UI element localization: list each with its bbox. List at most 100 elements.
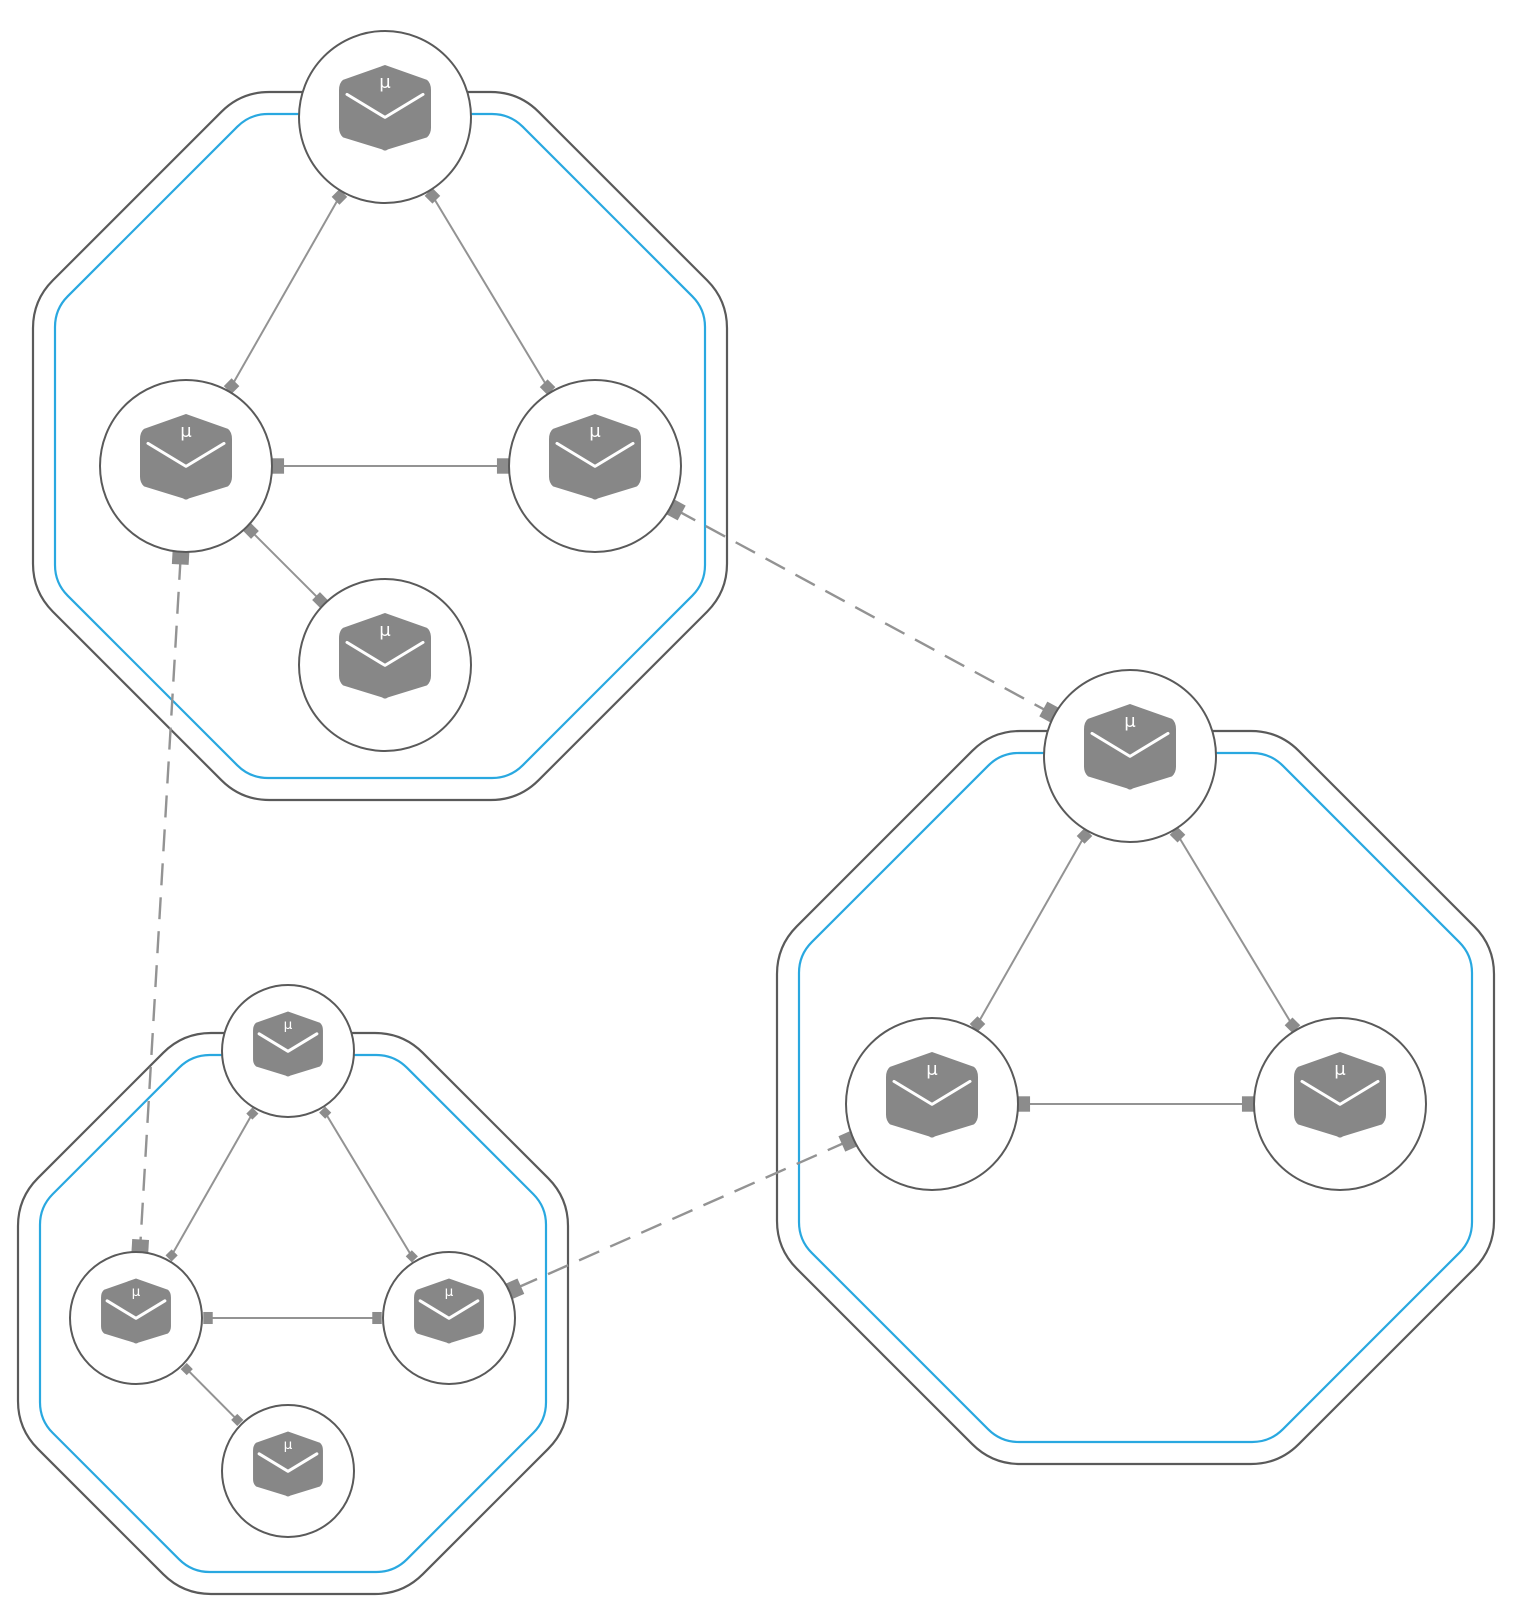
microservice-cube-icon: μ <box>140 414 232 500</box>
cluster-outer-boundary <box>16 1031 570 1596</box>
connection-right-top-right <box>1169 826 1301 1034</box>
service-node-top-left-right[interactable]: μ <box>508 379 682 553</box>
cluster-inner-boundary <box>38 1053 548 1574</box>
service-label: μ <box>284 1437 293 1453</box>
cube-top-edge <box>146 441 226 468</box>
microservice-cube-icon: μ <box>1294 1052 1386 1138</box>
cube-top-edge <box>1300 1079 1380 1106</box>
cube-body <box>549 414 641 500</box>
cluster-outer-boundary <box>775 729 1496 1466</box>
connection-top-left-top-left <box>223 189 348 394</box>
cube-body <box>1084 704 1176 790</box>
service-node-bottom-left-left[interactable]: μ <box>69 1251 203 1385</box>
connection-line <box>1176 834 1294 1026</box>
service-label: μ <box>284 1017 293 1033</box>
connection-line <box>976 835 1086 1025</box>
service-node-right-left[interactable]: μ <box>845 1017 1019 1191</box>
microservice-cube-icon: μ <box>253 1431 323 1497</box>
cube-body <box>886 1052 978 1138</box>
service-label: μ <box>1334 1059 1346 1080</box>
microservice-cube-icon: μ <box>339 65 431 151</box>
service-node-bottom-left-bottom[interactable]: μ <box>221 1404 355 1538</box>
cube-top-edge <box>892 1079 972 1106</box>
connection-endpoint <box>271 458 285 474</box>
connection-line <box>324 1112 413 1257</box>
microservice-cube-icon: μ <box>886 1052 978 1138</box>
cube-top-edge <box>257 1452 319 1473</box>
connection-bottom-left-top-right <box>319 1106 418 1263</box>
connection-line <box>186 1368 238 1421</box>
cross-connection-3 <box>505 1130 858 1300</box>
service-node-bottom-left-right[interactable]: μ <box>382 1251 516 1385</box>
connection-endpoint <box>405 1250 418 1263</box>
cube-top-edge <box>345 640 425 667</box>
cluster-top-left <box>31 90 729 802</box>
cube-top-edge <box>555 441 635 468</box>
cube-body <box>1294 1052 1386 1138</box>
connection-endpoint <box>1039 701 1059 723</box>
microservice-cube-icon: μ <box>339 613 431 699</box>
microservice-cube-icon: μ <box>1084 704 1176 790</box>
microservice-cube-icon: μ <box>414 1278 484 1344</box>
service-node-top-left-left[interactable]: μ <box>99 379 273 553</box>
cube-top-edge <box>1090 731 1170 758</box>
service-label: μ <box>445 1284 454 1300</box>
connection-endpoint <box>1241 1096 1255 1112</box>
service-node-bottom-left-top[interactable]: μ <box>221 984 355 1118</box>
service-label: μ <box>180 421 192 442</box>
cube-body <box>140 414 232 500</box>
connection-line <box>431 195 549 388</box>
cluster-inner-boundary <box>797 751 1474 1444</box>
service-label: μ <box>132 1284 141 1300</box>
cross-connection-2 <box>131 550 190 1254</box>
cluster-outer-boundary <box>31 90 729 802</box>
connection-endpoint <box>203 1311 213 1325</box>
cluster-right <box>775 729 1496 1466</box>
connection-endpoint <box>1017 1096 1031 1112</box>
connection-bottom-left-top-left <box>165 1107 259 1262</box>
microservice-cube-icon: μ <box>253 1011 323 1077</box>
service-node-top-left-bottom[interactable]: μ <box>298 578 472 752</box>
cube-body <box>414 1278 484 1344</box>
microservice-cube-icon: μ <box>549 414 641 500</box>
connection-endpoint <box>319 1106 332 1119</box>
microservice-cube-icon: μ <box>101 1278 171 1344</box>
connection-line <box>230 196 341 387</box>
connection-line <box>170 1113 254 1256</box>
cube-body <box>253 1431 323 1497</box>
connection-endpoint <box>171 550 190 565</box>
connection-right-top-left <box>969 828 1093 1032</box>
service-label: μ <box>379 72 391 93</box>
connection-line <box>250 530 321 601</box>
cube-top-edge <box>418 1299 480 1320</box>
cluster-boundaries <box>16 90 1496 1596</box>
connection-top-left-left-bottom <box>243 523 328 608</box>
connection-top-left-left-right <box>271 458 510 474</box>
cross-connection-line <box>514 1140 849 1290</box>
connection-endpoint <box>666 499 686 521</box>
cube-body <box>339 65 431 151</box>
connection-bottom-left-left-right <box>203 1311 382 1325</box>
cross-connection-line <box>675 508 1050 714</box>
cross-connection-line <box>139 557 182 1247</box>
service-label: μ <box>589 421 601 442</box>
cube-body <box>253 1011 323 1077</box>
cluster-bottom-left <box>16 1031 570 1596</box>
service-label: μ <box>1124 711 1136 732</box>
service-node-right-right[interactable]: μ <box>1253 1017 1427 1191</box>
service-label: μ <box>926 1059 938 1080</box>
connection-right-left-right <box>1017 1096 1255 1112</box>
connection-bottom-left-left-bottom <box>180 1362 244 1427</box>
cluster-inner-boundary <box>53 112 707 780</box>
connection-endpoint <box>131 1239 149 1254</box>
cube-top-edge <box>105 1299 167 1320</box>
service-node-top-left-top[interactable]: μ <box>298 30 472 204</box>
cube-body <box>101 1278 171 1344</box>
connection-top-left-top-right <box>424 188 556 395</box>
service-node-right-top[interactable]: μ <box>1043 669 1217 843</box>
connection-endpoint <box>372 1311 382 1325</box>
service-nodes: μ μ μ μ μ μ μ μ μ μ μ <box>69 30 1427 1538</box>
cube-top-edge <box>345 92 425 119</box>
cross-connection-1 <box>666 499 1059 723</box>
